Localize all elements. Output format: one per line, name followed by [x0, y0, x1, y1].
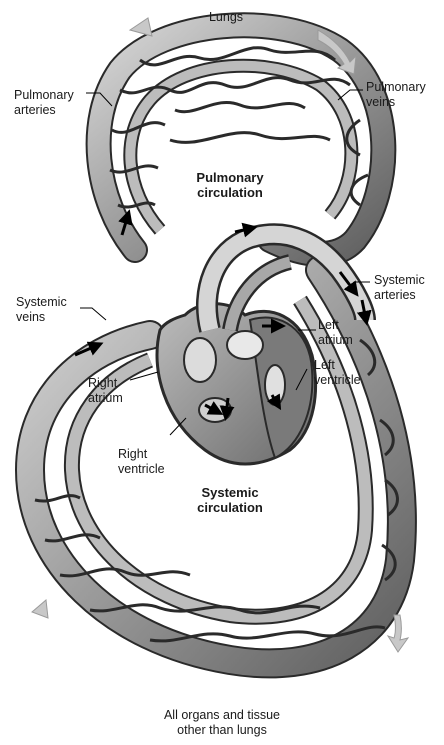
- label-pulmonary-arteries: Pulmonary arteries: [14, 88, 74, 118]
- label-right-atrium: Right atrium: [88, 376, 123, 406]
- label-systemic-circulation: Systemic circulation: [185, 485, 275, 515]
- direction-arrow: [32, 600, 48, 618]
- label-pulmonary-circulation: Pulmonary circulation: [185, 170, 275, 200]
- label-lungs: Lungs: [196, 10, 256, 25]
- label-organs: All organs and tissue other than lungs: [132, 708, 312, 738]
- label-pulmonary-veins: Pulmonary veins: [366, 80, 426, 110]
- label-left-atrium: Left atrium: [318, 318, 353, 348]
- direction-arrow: [130, 18, 152, 36]
- leader-line-systemic-veins: [80, 308, 106, 320]
- label-systemic-veins: Systemic veins: [16, 295, 67, 325]
- label-left-ventricle: Left ventricle: [314, 358, 361, 388]
- label-systemic-arteries: Systemic arteries: [374, 273, 425, 303]
- flow-arrow: [226, 398, 228, 415]
- label-right-ventricle: Right ventricle: [118, 447, 165, 477]
